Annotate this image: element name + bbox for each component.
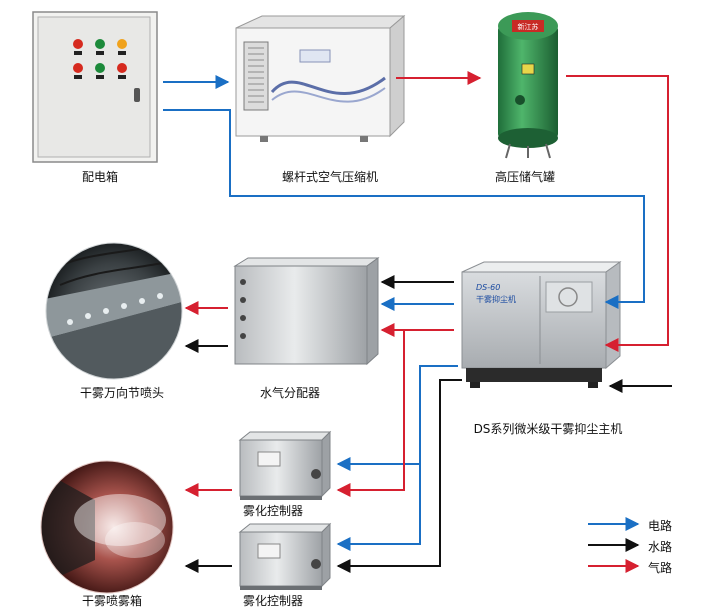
air-lines [184,71,669,497]
label-distribution-box: 配电箱 [81,170,118,184]
legend [588,517,640,573]
nozzle-photo [45,242,183,380]
indicator-green-lamp [95,39,105,49]
electric-main-to-controller-2 [336,464,421,551]
door-lock [134,88,140,102]
label-screw-compressor: 螺杆式空气压缩机 [281,170,378,184]
electric-main-to-controller-1 [336,365,458,471]
label-main-unit: DS系列微米级干雾抑尘主机 [473,422,623,436]
screw-compressor [235,14,406,142]
label-spray-box: 干雾喷雾箱 [81,594,142,608]
label-atomizing-controller-2: 雾化控制器 [242,594,303,608]
indicator-yellow-lamp [117,39,127,49]
tank-badge-text: 新江苏 [518,22,539,31]
legend-air-label: 气路 [648,561,673,575]
label-air-tank: 高压储气罐 [494,170,555,184]
air-tank-to-main-unit [566,75,669,352]
indicator-red-lamp [73,39,83,49]
atomizing-controller-2 [238,522,332,590]
legend-electric-label: 电路 [648,519,673,533]
water-gas-distributor [233,257,380,366]
water-main-to-controller-2 [336,379,462,573]
atomizing-controller-1 [238,430,332,500]
water-lines [184,275,672,573]
distribution-box [32,11,158,163]
air-tank: 新江苏 [498,12,558,159]
legend-water-label: 水路 [648,540,673,554]
air-main-to-controller-1 [336,329,454,497]
main-unit-model: DS-60 [476,283,500,292]
spray-box-photo [40,460,174,594]
label-atomizing-controller-1: 雾化控制器 [242,504,303,518]
label-nozzle: 干雾万向节喷头 [79,386,164,400]
electric-box-to-main-unit [163,109,645,309]
label-water-gas-distributor: 水气分配器 [259,386,320,400]
main-unit-name: 干雾抑尘机 [476,294,516,304]
tank-nameplate [512,20,544,32]
electric-lines [163,75,645,551]
main-unit: DS-60 干雾抑尘机 [461,261,622,388]
